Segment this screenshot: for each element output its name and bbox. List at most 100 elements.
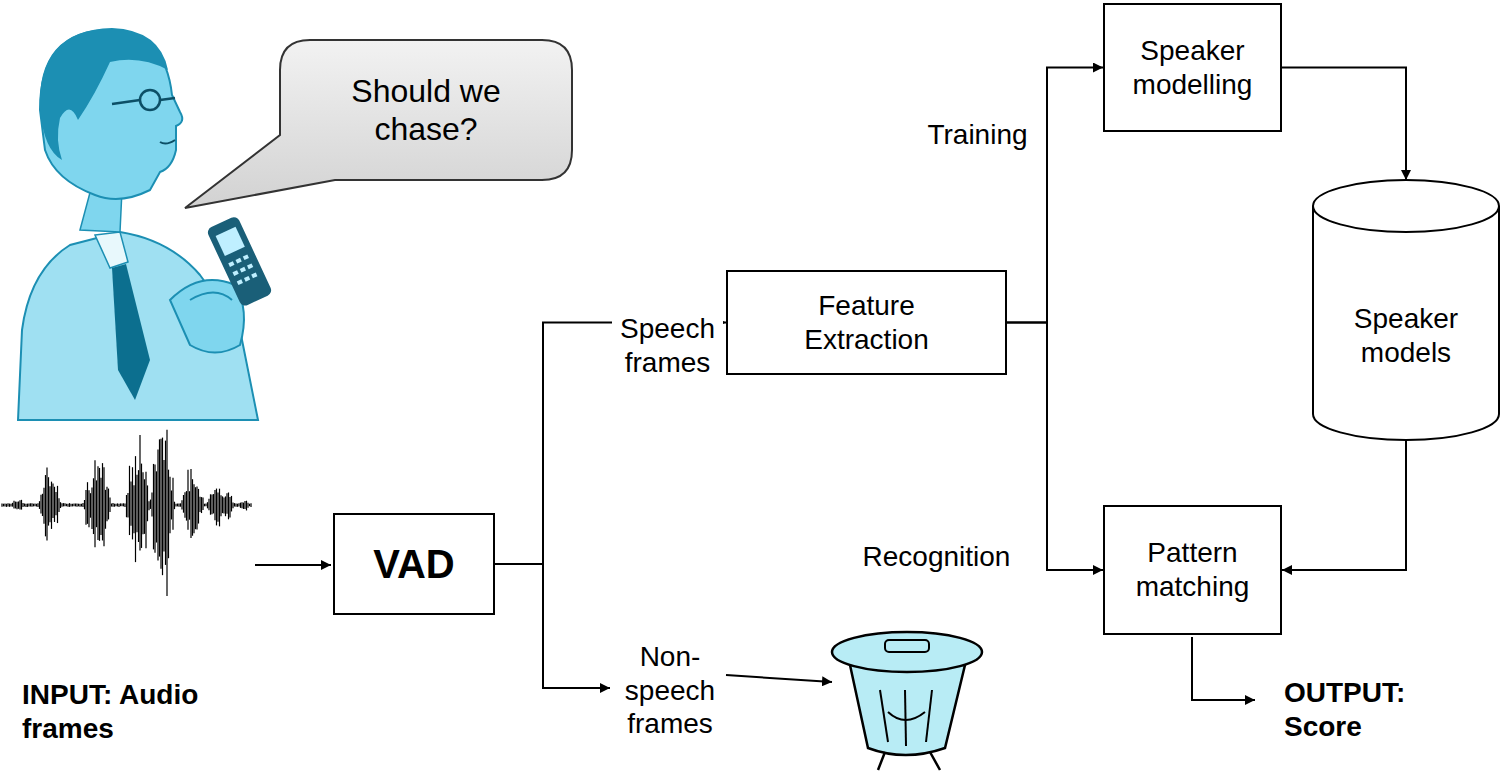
wave-stroke [213, 494, 214, 513]
wave-stroke [6, 504, 7, 507]
wave-stroke [51, 482, 52, 529]
wave-stroke [145, 472, 146, 549]
wave-stroke [241, 502, 242, 508]
wave-stroke [33, 504, 34, 507]
wave-stroke [24, 504, 25, 507]
art-part [112, 100, 140, 104]
wave-stroke [12, 503, 13, 507]
connector-arrow [1282, 68, 1406, 181]
cylinder-body [1313, 180, 1499, 440]
wave-stroke [124, 504, 125, 507]
wave-stroke [139, 435, 140, 550]
wave-stroke [169, 477, 170, 534]
art-part [170, 280, 244, 353]
art-part [240, 267, 246, 273]
art-part [233, 270, 239, 276]
wave-stroke [214, 490, 215, 520]
wave-stroke [103, 467, 104, 546]
wave-stroke [18, 501, 19, 508]
wave-stroke [31, 503, 32, 507]
wave-stroke [42, 494, 43, 516]
vad-box: VAD [333, 513, 495, 615]
output-arrow [1192, 637, 1255, 700]
wave-stroke [205, 504, 206, 507]
wave-stroke [97, 466, 98, 540]
wave-stroke [72, 504, 73, 507]
wave-stroke [91, 488, 92, 529]
wave-stroke [96, 480, 97, 527]
wave-stroke [109, 497, 110, 512]
wave-stroke [135, 456, 136, 562]
art-part [247, 263, 253, 269]
art-part [251, 273, 257, 279]
art-part [244, 276, 250, 282]
wave-stroke [67, 504, 68, 507]
wave-stroke [154, 464, 155, 552]
wave-stroke [117, 503, 118, 506]
wave-stroke [19, 500, 20, 509]
wave-stroke [133, 485, 134, 533]
wave-stroke [99, 468, 100, 541]
wave-stroke [147, 485, 148, 521]
wave-stroke [27, 504, 28, 507]
wave-stroke [16, 502, 17, 510]
process-box: Feature Extraction [726, 270, 1007, 375]
edge-label: Recognition [846, 540, 1027, 574]
wave-stroke [184, 492, 185, 517]
wave-stroke [37, 503, 38, 507]
wave-stroke [225, 496, 226, 516]
wave-stroke [144, 479, 145, 534]
wave-stroke [136, 475, 137, 533]
wave-stroke [249, 504, 250, 507]
wave-stroke [88, 490, 89, 527]
speech-bubble: Should we chase? [280, 40, 572, 180]
wave-stroke [34, 503, 35, 506]
art-part [888, 712, 925, 720]
wave-stroke [129, 466, 130, 535]
wave-stroke [106, 487, 107, 521]
wave-stroke [226, 493, 227, 513]
wave-stroke [57, 486, 58, 523]
waveform [2, 430, 251, 596]
wave-stroke [93, 478, 94, 534]
node-text: Speaker modelling [1118, 34, 1268, 101]
art-part [40, 28, 168, 160]
wave-stroke [100, 478, 101, 535]
man-illustration [18, 28, 273, 420]
wave-stroke [61, 503, 62, 506]
wave-stroke [174, 502, 175, 509]
wave-stroke [78, 504, 79, 507]
wave-stroke [48, 477, 49, 525]
connector-arrow [1007, 323, 1103, 571]
wave-stroke [43, 488, 44, 524]
wave-stroke [21, 500, 22, 510]
wave-stroke [141, 464, 142, 548]
wave-stroke [186, 491, 187, 521]
wave-stroke [199, 497, 200, 512]
wave-stroke [219, 489, 220, 527]
wave-stroke [228, 492, 229, 519]
wave-stroke [64, 503, 65, 506]
wave-stroke [9, 504, 10, 507]
wave-stroke [102, 463, 103, 540]
input-arrow [255, 564, 331, 566]
art-part [228, 254, 257, 285]
wave-stroke [87, 482, 88, 524]
wave-stroke [157, 450, 158, 561]
wave-stroke [246, 501, 247, 511]
wave-stroke [81, 504, 82, 507]
wave-stroke [216, 489, 217, 526]
wave-stroke [172, 478, 173, 530]
wave-stroke [22, 503, 23, 507]
wave-stroke [204, 504, 205, 507]
wave-stroke [46, 468, 47, 541]
wave-stroke [40, 495, 41, 514]
wave-stroke [28, 503, 29, 506]
wave-stroke [181, 500, 182, 509]
wave-stroke [156, 471, 157, 542]
connector-arrow [1007, 68, 1103, 323]
wave-stroke [25, 504, 26, 507]
wave-stroke [150, 500, 151, 509]
wave-stroke [166, 430, 167, 596]
wave-stroke [13, 501, 14, 509]
